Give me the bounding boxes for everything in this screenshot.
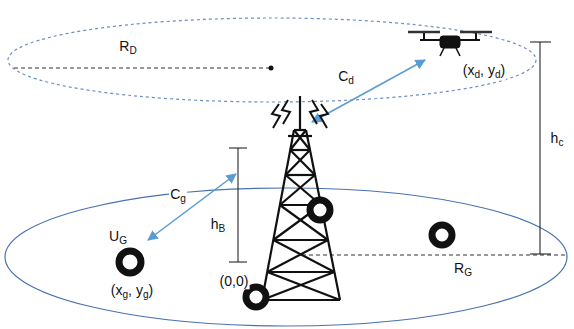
- tower-beam: [267, 240, 328, 272]
- user-label: UG: [108, 229, 128, 246]
- coordinate-label: (xg, yg): [110, 283, 154, 300]
- height-tick: [229, 148, 247, 149]
- tower-beam: [286, 150, 310, 175]
- height-label: hB: [210, 217, 227, 234]
- tower-beam: [273, 240, 334, 272]
- tower-beam: [288, 135, 312, 137]
- link-label: Cg: [169, 187, 187, 204]
- tower-beam: [290, 150, 315, 175]
- center-dot: [269, 66, 274, 71]
- tower-beam: [299, 96, 301, 130]
- height-line: [540, 42, 541, 254]
- drone-cell: [8, 18, 536, 102]
- ground-cell: [5, 188, 567, 326]
- tower-beam: [280, 175, 315, 205]
- tower-beam: [262, 272, 334, 300]
- tower-beam: [262, 130, 294, 300]
- height-tick: [530, 42, 551, 43]
- radius-label: RD: [118, 39, 137, 56]
- height-label: hc: [550, 131, 565, 148]
- height-tick: [229, 262, 247, 263]
- tower-beam: [273, 239, 328, 241]
- coordinate-label: (xd, yd): [462, 63, 506, 80]
- height-tick: [530, 254, 551, 255]
- ground-radius: [302, 255, 566, 256]
- ground-users: [119, 200, 452, 307]
- origin-label: (0,0): [219, 274, 250, 289]
- tower-beam: [286, 174, 315, 176]
- drone-radius: [14, 68, 270, 69]
- tower-beam: [262, 299, 340, 301]
- radius-label: RG: [453, 261, 473, 278]
- base-station-tower: [262, 96, 340, 300]
- tower-beam: [290, 149, 310, 151]
- tower-beam: [290, 130, 306, 150]
- ground-link: [148, 174, 236, 240]
- drone-link: [312, 60, 425, 122]
- tower-beam: [267, 271, 334, 273]
- link-label: Cd: [337, 69, 355, 86]
- drone: [408, 32, 492, 56]
- tower-beam: [267, 272, 340, 300]
- tower-beam: [306, 130, 340, 300]
- tower-beam: [294, 130, 310, 150]
- height-line: [238, 148, 239, 262]
